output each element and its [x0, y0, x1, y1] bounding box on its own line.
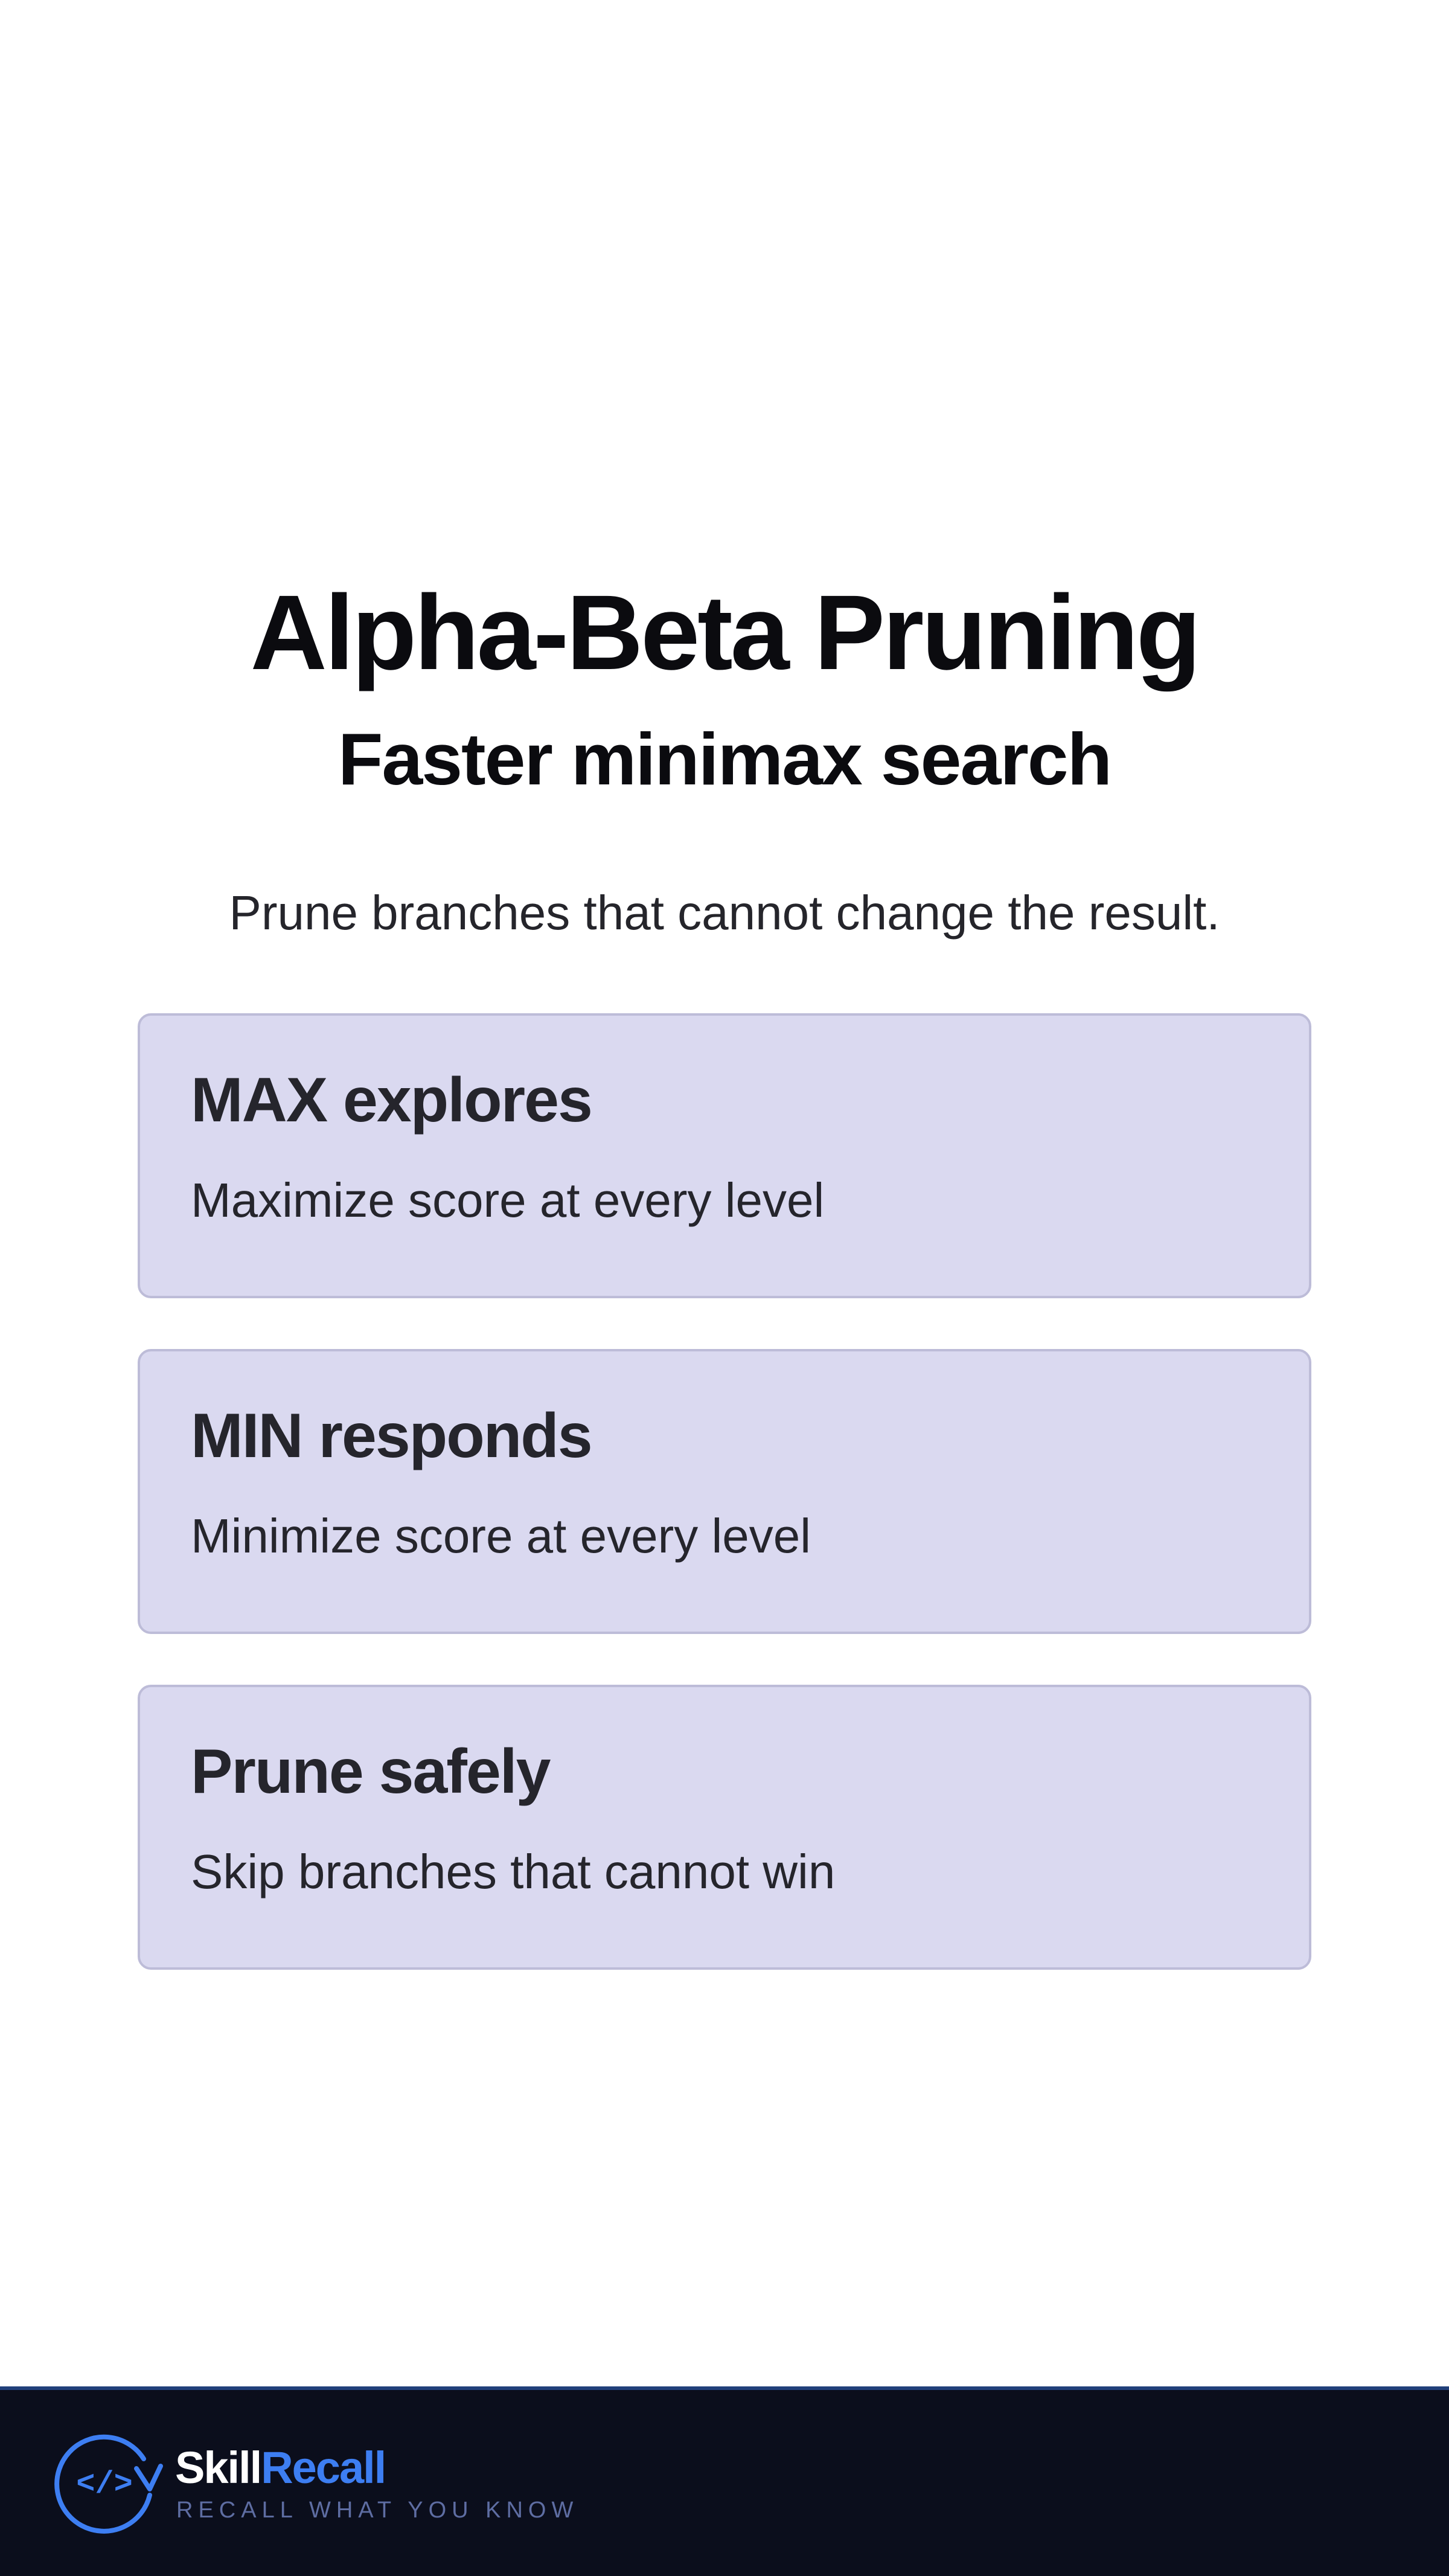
card-text: Skip branches that cannot win [191, 1845, 836, 1898]
card-max-explores: MAX explores Maximize score at every lev… [138, 1013, 1311, 1298]
card-title: MIN responds [191, 1401, 593, 1471]
card-text: Maximize score at every level [191, 1173, 825, 1227]
brand-name-part1: Skill [175, 2443, 262, 2493]
brand-name-part2: Recall [261, 2443, 386, 2493]
brand-tagline: RECALL WHAT YOU KNOW [176, 2498, 579, 2523]
code-brackets-circle-arrow-icon: </> [54, 2434, 163, 2534]
page-subtitle: Faster minimax search [337, 718, 1112, 800]
page-title: Alpha-Beta Pruning [250, 574, 1201, 692]
brand-logo[interactable]: SkillRecall [175, 2443, 386, 2493]
card-text: Minimize score at every level [191, 1509, 811, 1563]
logo-glyph: </> [76, 2467, 133, 2502]
card-list: MAX explores Maximize score at every lev… [138, 1013, 1311, 2020]
card-min-responds: MIN responds Minimize score at every lev… [138, 1349, 1311, 1634]
card-title: Prune safely [191, 1737, 551, 1807]
card-prune-safely: Prune safely Skip branches that cannot w… [138, 1685, 1311, 1970]
footer-bar: </> SkillRecall RECALL WHAT YOU KNOW [0, 2386, 1449, 2576]
intro-text: Prune branches that cannot change the re… [229, 886, 1220, 940]
card-title: MAX explores [191, 1065, 593, 1135]
